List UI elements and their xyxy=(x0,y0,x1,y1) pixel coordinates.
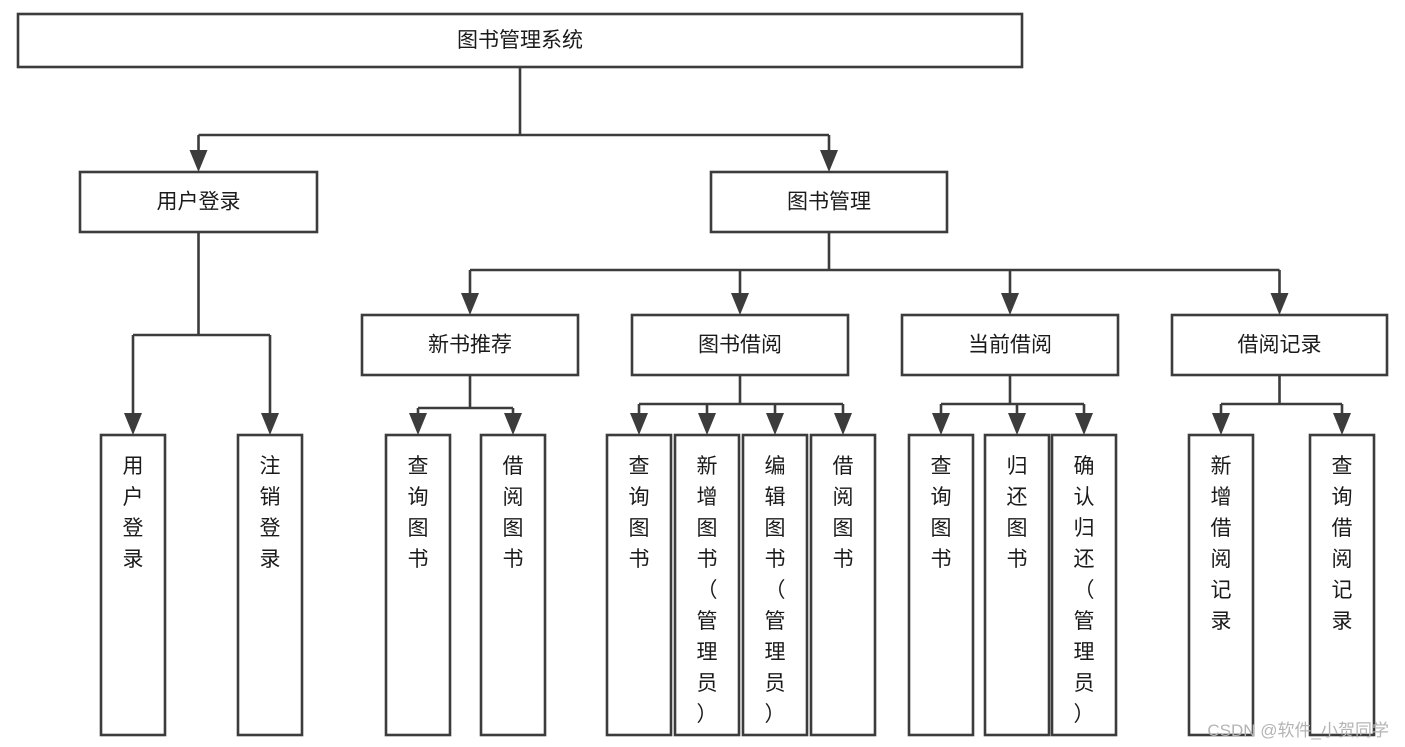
node-leaf-add-record[interactable]: 新增借阅记录 xyxy=(1187,433,1255,737)
node-label: 用户登录 xyxy=(123,455,144,571)
node-borrow-record[interactable]: 借阅记录 xyxy=(1170,313,1389,377)
node-leaf-user-login[interactable]: 用户登录 xyxy=(99,433,167,737)
node-label: 图书借阅 xyxy=(698,334,782,357)
arrow-head-icon xyxy=(932,413,950,435)
node-leaf-borrow-book-2[interactable]: 借阅图书 xyxy=(809,433,877,737)
node-box-rect[interactable] xyxy=(1308,433,1376,737)
arrow-head-icon xyxy=(1333,413,1351,435)
csdn-watermark: CSDN @软件_小贺同学 xyxy=(1207,721,1389,740)
node-leaf-query-record[interactable]: 查询借阅记录 xyxy=(1308,433,1376,737)
node-box-rect[interactable] xyxy=(1050,433,1118,737)
node-leaf-query-book-3[interactable]: 查询图书 xyxy=(907,433,975,737)
node-box-rect[interactable] xyxy=(907,433,975,737)
arrow-head-icon xyxy=(461,293,479,315)
node-box-rect[interactable] xyxy=(360,313,580,377)
node-leaf-add-book[interactable]: 新增图书（管理员） xyxy=(673,433,741,737)
node-box-rect[interactable] xyxy=(479,433,547,737)
arrow-head-icon xyxy=(834,413,852,435)
node-box-rect[interactable] xyxy=(809,433,877,737)
node-leaf-query-book-1[interactable]: 查询图书 xyxy=(384,433,452,737)
arrow-head-icon xyxy=(124,413,142,435)
node-label: 查询图书 xyxy=(629,455,650,571)
node-label: 查询图书 xyxy=(931,455,952,571)
arrow-head-icon xyxy=(1075,413,1093,435)
node-label: 借阅记录 xyxy=(1238,334,1322,357)
node-leaf-edit-book[interactable]: 编辑图书（管理员） xyxy=(741,433,809,737)
node-leaf-return-book[interactable]: 归还图书 xyxy=(983,433,1051,737)
node-box-rect[interactable] xyxy=(1170,313,1389,377)
node-label: 用户登录 xyxy=(157,191,241,214)
node-box-rect[interactable] xyxy=(78,170,319,234)
arrow-head-icon xyxy=(261,413,279,435)
node-leaf-confirm-return[interactable]: 确认归还（管理员） xyxy=(1050,433,1118,737)
node-box-rect[interactable] xyxy=(900,313,1120,377)
node-box-rect[interactable] xyxy=(16,12,1024,69)
node-book-borrow[interactable]: 图书借阅 xyxy=(630,313,850,377)
arrow-head-icon xyxy=(1001,293,1019,315)
node-label: 借阅图书 xyxy=(503,455,524,571)
node-leaf-user-logout[interactable]: 注销登录 xyxy=(236,433,304,737)
arrow-head-icon xyxy=(630,413,648,435)
arrow-head-icon xyxy=(189,150,208,172)
node-leaf-borrow-book-1[interactable]: 借阅图书 xyxy=(479,433,547,737)
node-label: 新增图书（管理员） xyxy=(697,455,718,726)
node-box-rect[interactable] xyxy=(605,433,673,737)
node-box-rect[interactable] xyxy=(741,433,809,737)
node-label: 图书管理 xyxy=(787,191,871,214)
connector-lines-layer xyxy=(124,67,1351,435)
node-box-rect[interactable] xyxy=(236,433,304,737)
node-box-rect[interactable] xyxy=(1187,433,1255,737)
node-box-rect[interactable] xyxy=(983,433,1051,737)
node-box-rect[interactable] xyxy=(673,433,741,737)
node-label: 注销登录 xyxy=(260,455,281,571)
node-label: 借阅图书 xyxy=(833,455,854,571)
node-book-manage[interactable]: 图书管理 xyxy=(709,170,949,234)
node-label: 编辑图书（管理员） xyxy=(765,455,786,726)
arrow-head-icon xyxy=(409,413,427,435)
node-box-rect[interactable] xyxy=(384,433,452,737)
node-current-borrow[interactable]: 当前借阅 xyxy=(900,313,1120,377)
node-box-rect[interactable] xyxy=(630,313,850,377)
arrow-head-icon xyxy=(1270,293,1289,315)
node-label: 确认归还（管理员） xyxy=(1074,455,1095,726)
arrow-head-icon xyxy=(820,150,838,172)
arrow-head-icon xyxy=(1008,413,1026,435)
node-box-rect[interactable] xyxy=(709,170,949,234)
arrow-head-icon xyxy=(1212,413,1230,435)
node-root[interactable]: 图书管理系统 xyxy=(16,12,1024,69)
node-label: 查询图书 xyxy=(408,455,429,571)
node-label: 归还图书 xyxy=(1007,455,1028,571)
node-label: 图书管理系统 xyxy=(457,29,583,52)
node-boxes-layer: 图书管理系统用户登录图书管理新书推荐图书借阅当前借阅借阅记录用户登录注销登录查询… xyxy=(16,12,1389,737)
arrow-head-icon xyxy=(731,293,749,315)
arrow-head-icon xyxy=(504,413,522,435)
arrow-head-icon xyxy=(766,413,784,435)
node-label: 查询借阅记录 xyxy=(1332,455,1353,633)
node-label: 新增借阅记录 xyxy=(1211,455,1232,633)
node-label: 当前借阅 xyxy=(968,334,1052,357)
node-label: 新书推荐 xyxy=(428,334,512,357)
node-user-login[interactable]: 用户登录 xyxy=(78,170,319,234)
node-box-rect[interactable] xyxy=(99,433,167,737)
node-leaf-query-book-2[interactable]: 查询图书 xyxy=(605,433,673,737)
node-new-book-rec[interactable]: 新书推荐 xyxy=(360,313,580,377)
arrow-head-icon xyxy=(698,413,716,435)
